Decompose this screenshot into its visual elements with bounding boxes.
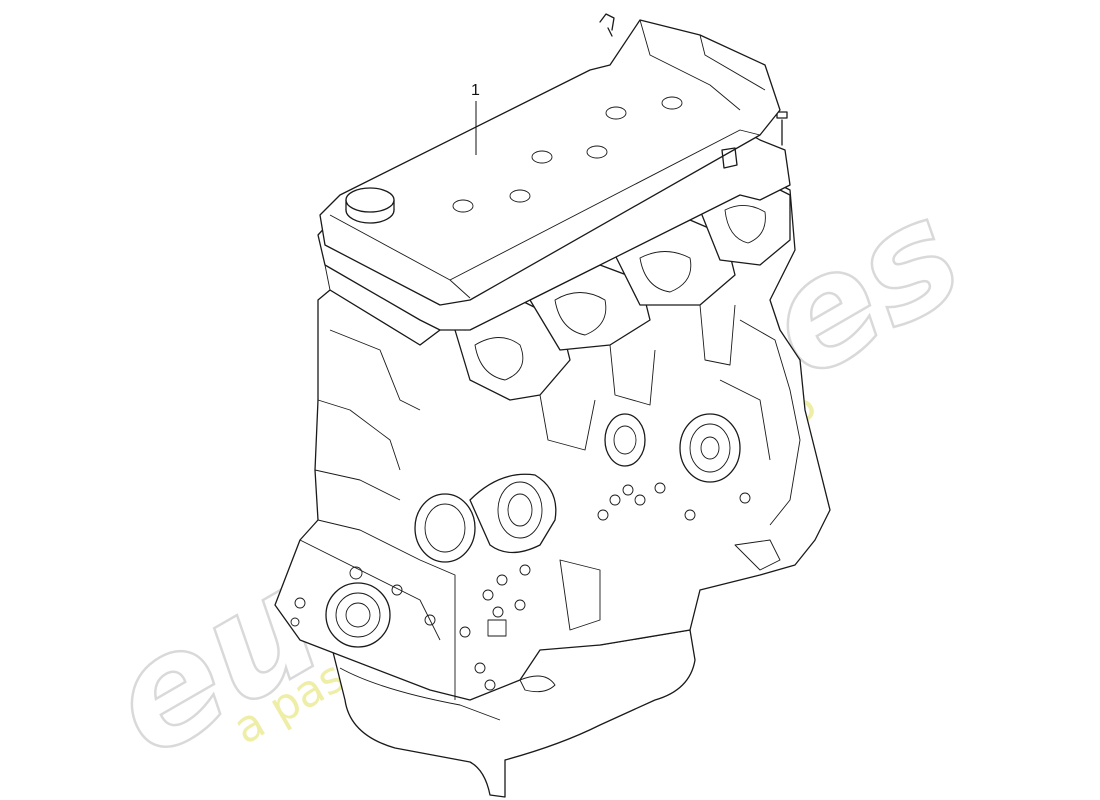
crank-pulley (290, 566, 436, 648)
exhaust-manifold (454, 179, 791, 451)
callout-number: 1 (471, 82, 480, 99)
breather-fitting (599, 13, 615, 37)
callout-1[interactable]: 1 (471, 82, 480, 155)
engine-assembly-drawing[interactable] (274, 13, 831, 798)
block-bolts (459, 456, 751, 691)
spark-plug-holes (452, 96, 683, 213)
oil-filler-cap (345, 187, 395, 224)
valve-cover (319, 19, 781, 306)
water-pump (414, 473, 557, 563)
cam-sprocket (604, 413, 741, 483)
sensor (721, 147, 738, 169)
